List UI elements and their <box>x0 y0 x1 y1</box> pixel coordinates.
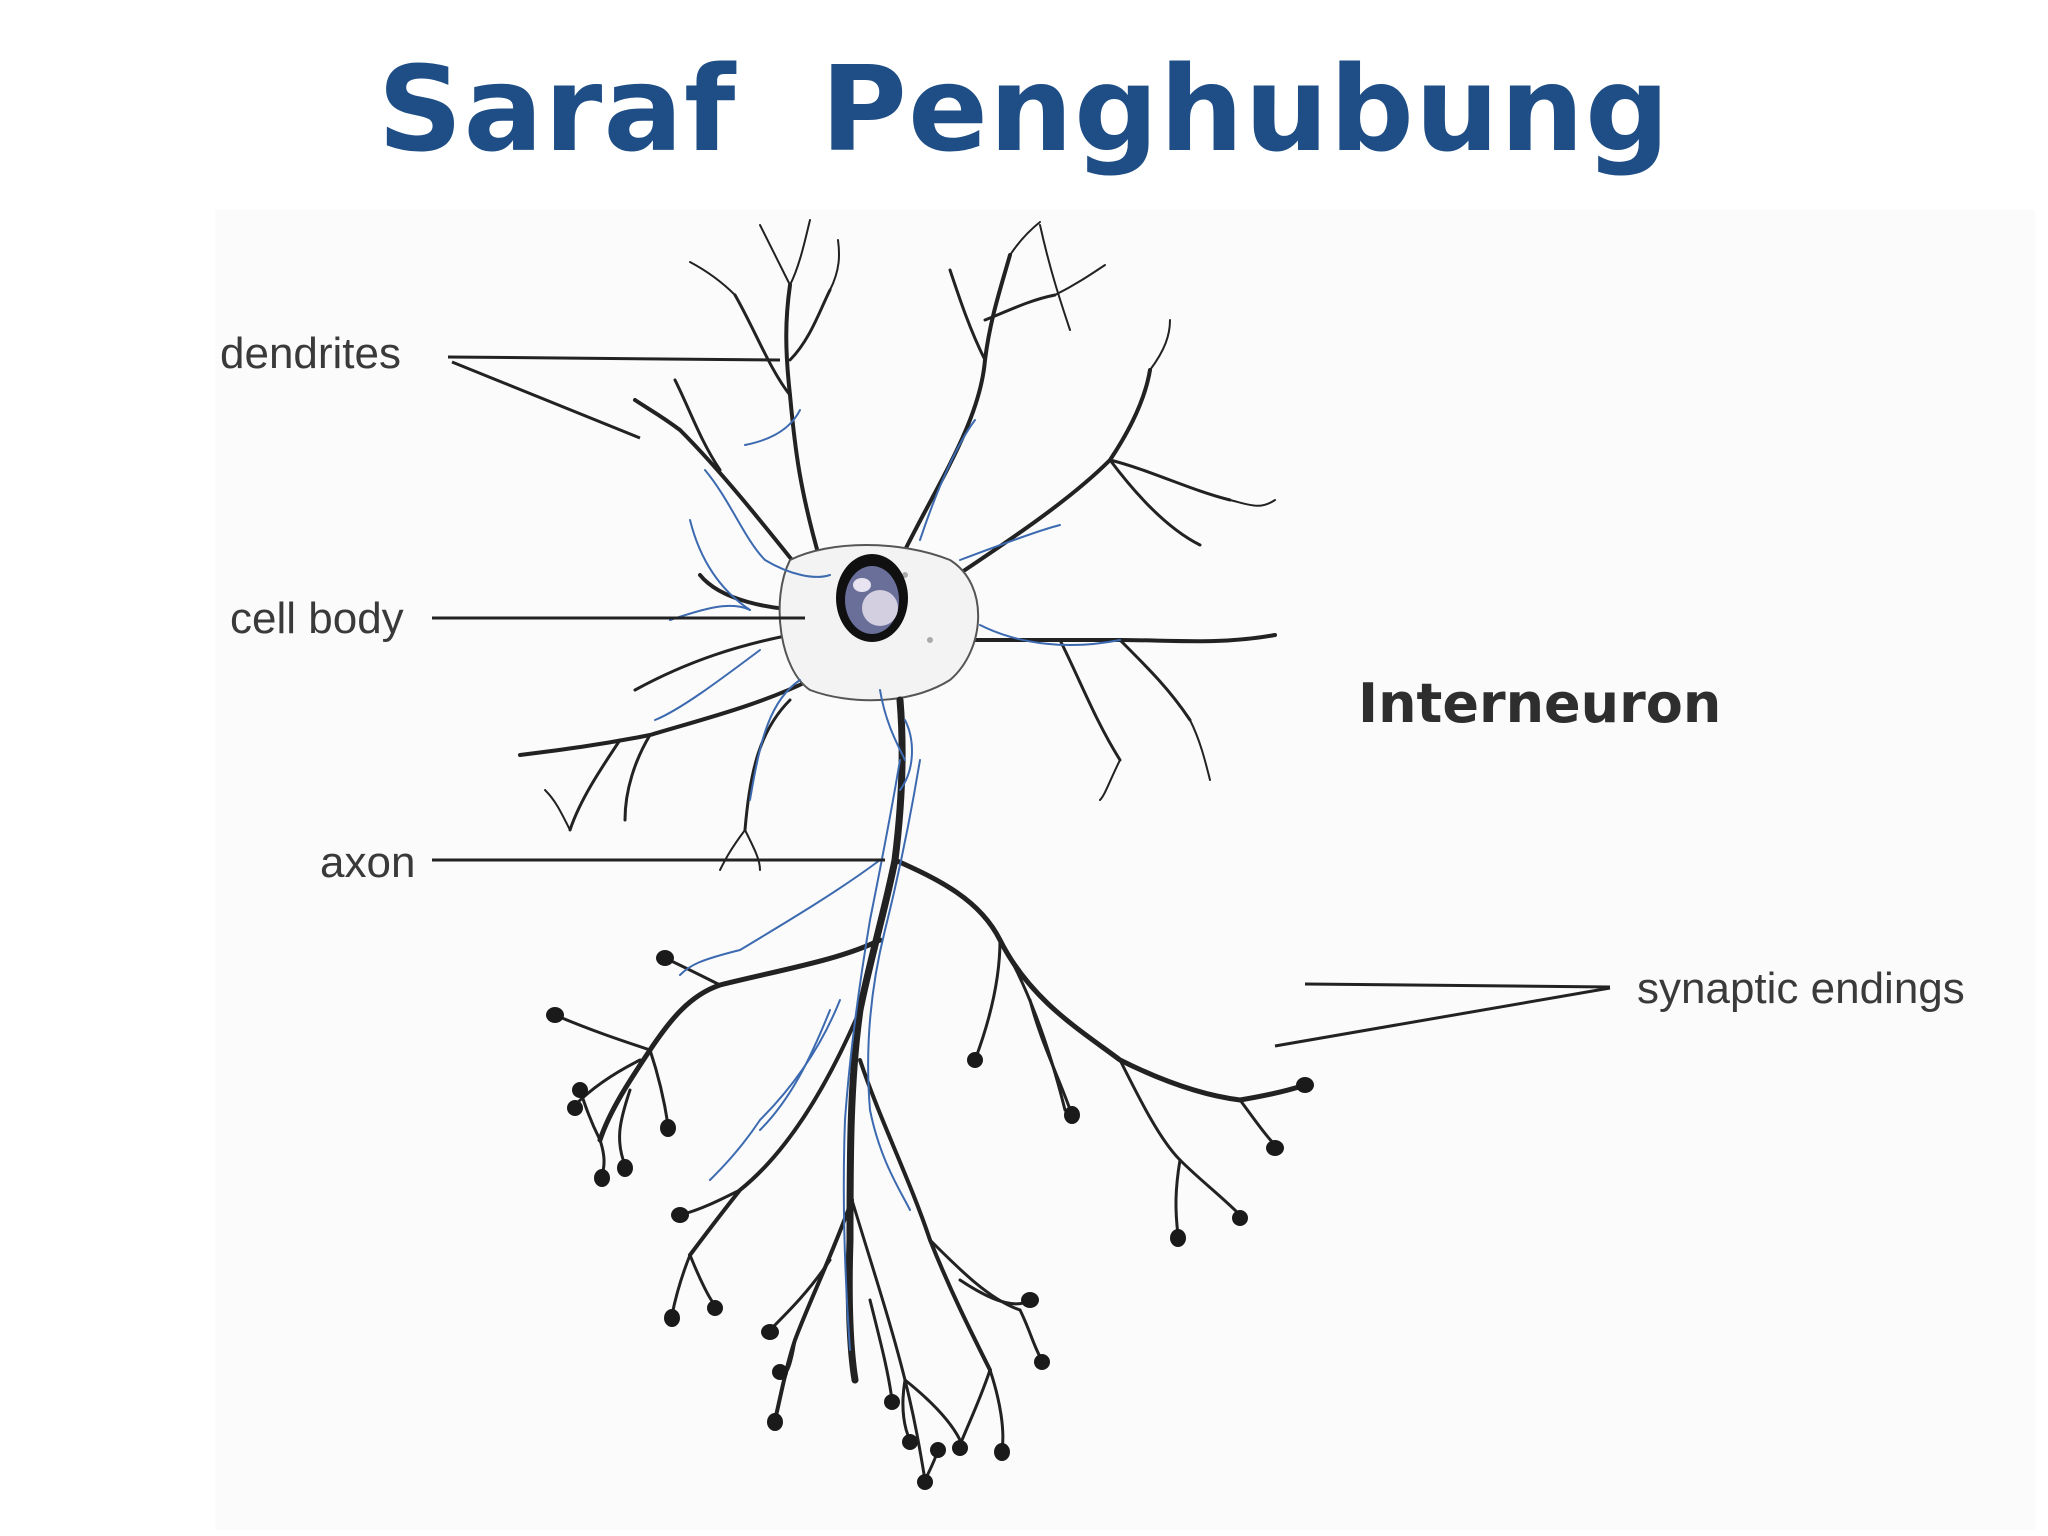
label-dendrites: dendrites <box>220 329 401 378</box>
highlight-outline <box>654 409 1121 1351</box>
label-cell-body: cell body <box>230 594 404 643</box>
leader-lines <box>432 355 1611 1048</box>
nucleus <box>836 554 908 642</box>
dendrites <box>518 219 1277 871</box>
synaptic-bulbs <box>546 950 1314 1490</box>
slide-title: Saraf Penghubung <box>377 40 1671 178</box>
caption-interneuron: Interneuron <box>1358 672 1721 735</box>
figure-panel <box>215 210 2035 1530</box>
label-axon: axon <box>320 838 415 887</box>
label-synaptic-endings: synaptic endings <box>1637 964 1965 1013</box>
